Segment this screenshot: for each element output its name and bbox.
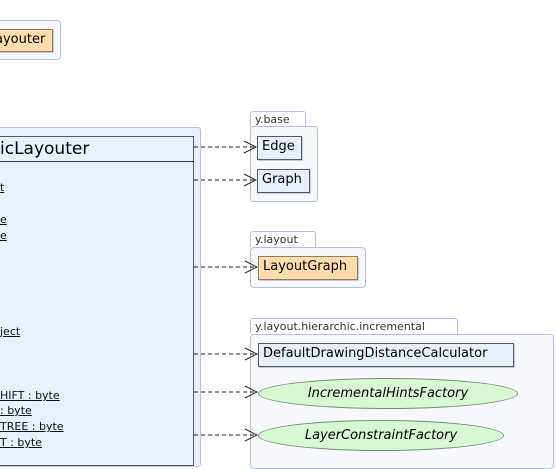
dependency-edges: [194, 140, 259, 442]
package-tab-layout: y.layout: [250, 231, 316, 247]
member-8: T : byte: [0, 436, 42, 449]
interface-label: IncrementalHintsFactory: [307, 386, 469, 401]
arrowhead-4: [244, 347, 259, 361]
interface-incremental-hints-factory[interactable]: IncrementalHintsFactory: [258, 378, 518, 409]
class-label: LayoutGraph: [263, 259, 348, 274]
main-class-box[interactable]: [0, 136, 194, 466]
member-3: e: [0, 229, 7, 242]
class-label: ayouter: [0, 32, 46, 47]
member-2: e: [0, 213, 7, 226]
arrowhead-2: [243, 173, 258, 187]
member-5: HIFT : byte: [0, 389, 60, 402]
arrowhead-6: [244, 428, 259, 442]
member-1: t: [0, 181, 5, 194]
arrowhead-1: [243, 140, 258, 154]
main-class-separator: [0, 161, 194, 162]
class-label: DefaultDrawingDistanceCalculator: [263, 346, 488, 361]
arrowhead-3: [244, 260, 259, 274]
class-graph[interactable]: Graph: [257, 169, 310, 193]
member-7: TREE : byte: [0, 420, 64, 433]
member-6: : byte: [0, 404, 32, 417]
class-default-drawing-distance-calculator[interactable]: DefaultDrawingDistanceCalculator: [258, 343, 514, 367]
package-tab-base: y.base: [250, 111, 306, 127]
main-class-title: icLayouter: [0, 139, 90, 159]
class-layouter-partial[interactable]: ayouter: [0, 29, 53, 52]
interface-layer-constraint-factory[interactable]: LayerConstraintFactory: [258, 420, 504, 451]
interface-label: LayerConstraintFactory: [304, 428, 458, 443]
class-layoutgraph[interactable]: LayoutGraph: [258, 256, 358, 280]
class-label: Edge: [262, 139, 295, 154]
class-edge[interactable]: Edge: [257, 136, 302, 160]
arrowhead-5: [244, 385, 259, 399]
class-label: Graph: [262, 172, 302, 187]
package-tab-incremental: y.layout.hierarchic.incremental: [250, 318, 458, 334]
member-4: ject: [0, 325, 21, 338]
